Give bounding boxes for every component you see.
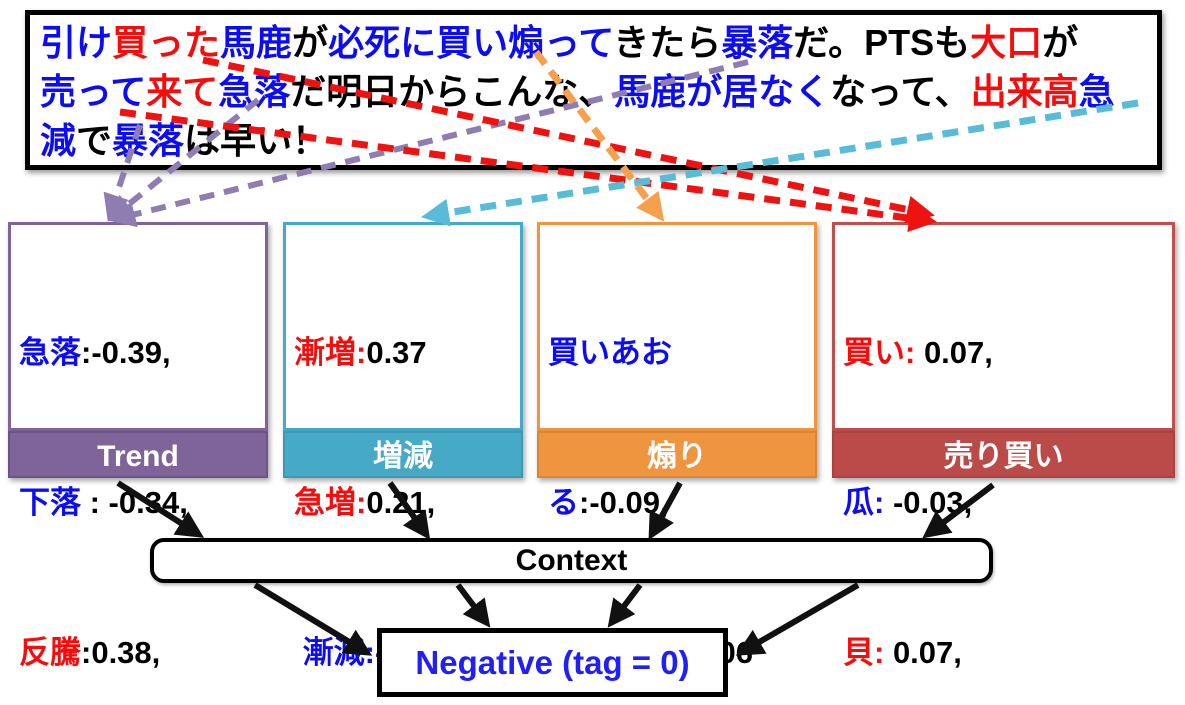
sentence-line-1: 引け買った馬鹿が必死に買い煽ってきたら暴落だ。PTSも大口が <box>40 22 1079 63</box>
trend-line: 反騰:0.38, <box>19 635 161 670</box>
zougen-word-scores: 漸増:0.37 急増:0.21, 漸減:-0.10 急減: -0.44 <box>283 222 523 670</box>
zougen-line: 漸増:0.37 <box>294 335 427 370</box>
zougen-header: 増減 <box>283 431 523 478</box>
category-box-zougen: 漸増:0.37 急増:0.21, 漸減:-0.10 急減: -0.44 増減 <box>283 222 523 670</box>
source-sentence-box: 引け買った馬鹿が必死に買い煽ってきたら暴落だ。PTSも大口が 売って来て急落だ明… <box>25 10 1162 170</box>
category-box-urikai: 買い: 0.07, 瓜: -0.03, 貝: 0.07, 投げ売り: -0.11… <box>832 222 1175 670</box>
urikai-header: 売り買い <box>832 431 1175 478</box>
category-box-aori: 買いあお る:-0.09, 買い煽る:-0.06 ,売り煽る:0.08 煽り <box>537 222 817 670</box>
context-node: Context <box>150 538 993 583</box>
trend-word-scores: 急落:-0.39, 下落 : -0.34, 反騰:0.38, 上昇: 0.26 <box>8 222 268 670</box>
aori-word-scores: 買いあお る:-0.09, 買い煽る:-0.06 ,売り煽る:0.08 <box>537 222 817 670</box>
category-box-trend: 急落:-0.39, 下落 : -0.34, 反騰:0.38, 上昇: 0.26 … <box>8 222 268 670</box>
trend-line: 下落 : -0.34, <box>19 485 188 520</box>
sentence-line-2: 売って来て急落だ明日からこんな、馬鹿が居なくなって、出来高急 <box>40 71 1115 112</box>
aori-line: る:-0.09, <box>548 485 669 520</box>
urikai-line: 瓜: -0.03, <box>843 485 973 520</box>
sentence-line-3: 減で暴落は早い！ <box>40 120 329 161</box>
urikai-word-scores: 買い: 0.07, 瓜: -0.03, 貝: 0.07, 投げ売り: -0.11 <box>832 222 1175 670</box>
urikai-line: 買い: 0.07, <box>843 335 993 370</box>
output-label-node: Negative (tag = 0) <box>377 628 728 697</box>
aori-line: 買いあお <box>548 335 672 370</box>
urikai-line: 貝: 0.07, <box>843 635 962 670</box>
trend-header: Trend <box>8 431 268 478</box>
aori-header: 煽り <box>537 431 817 478</box>
zougen-line: 急増:0.21, <box>294 485 436 520</box>
trend-line: 急落:-0.39, <box>19 335 171 370</box>
